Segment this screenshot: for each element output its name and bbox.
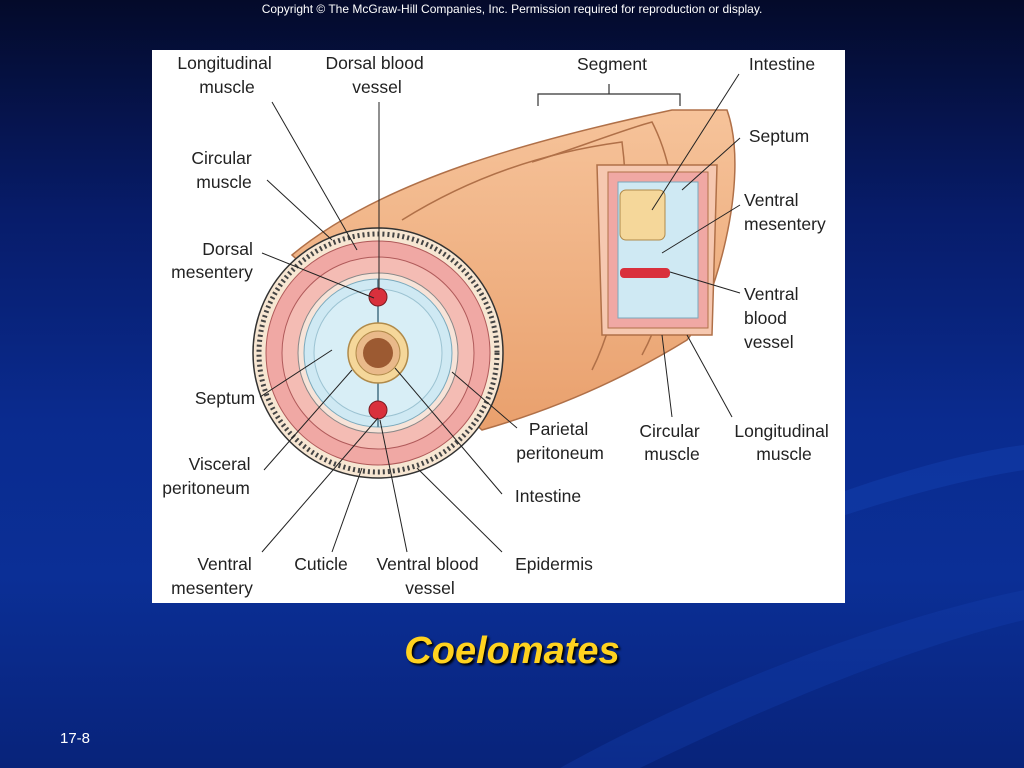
label-segment: Segment [577,54,647,74]
epidermis-ring [256,231,500,475]
label-circular-muscle-left: Circular muscle [191,148,256,192]
label-cuticle: Cuticle [294,554,348,574]
label-parietal-peritoneum: Parietal peritoneum [516,419,604,463]
label-intestine-top: Intestine [749,54,815,74]
label-visceral-peritoneum: Visceral peritoneum [162,454,255,498]
slide-title: Coelomates [404,630,620,672]
label-septum-left: Septum [195,388,255,408]
label-ventral-blood-vessel-right: Ventral blood vessel [744,284,803,352]
label-intestine-bottom: Intestine [515,486,581,506]
ventral-blood-vessel-side [620,268,670,278]
cross-section [252,227,504,479]
label-circular-muscle-right: Circular muscle [639,421,704,464]
label-septum-right: Septum [749,126,809,146]
label-ventral-blood-vessel-bottom: Ventral blood vessel [376,554,483,598]
intestine-lumen [363,338,393,368]
label-longitudinal-muscle-right: Longitudinal muscle [734,421,833,464]
copyright-notice: Copyright © The McGraw-Hill Companies, I… [261,2,763,16]
leader-lines [259,73,741,553]
earthworm-cross-section-figure: Longitudinal muscle Dorsal blood vessel … [152,50,845,603]
ventral-blood-vessel [368,400,388,420]
dorsal-blood-vessel [368,287,388,307]
label-ventral-mesentery-bottom: Ventral mesentery [171,554,257,598]
intestine-side [619,189,666,241]
slide-number: 17-8 [60,730,91,747]
diagram-labels: Longitudinal muscle Dorsal blood vessel … [162,53,833,598]
label-dorsal-blood-vessel: Dorsal blood vessel [325,53,428,97]
label-epidermis: Epidermis [515,554,593,574]
segment-bracket [537,84,681,106]
label-dorsal-mesentery: Dorsal mesentery [171,239,258,282]
diagram-svg: Longitudinal muscle Dorsal blood vessel … [162,53,833,598]
label-longitudinal-muscle-left: Longitudinal muscle [177,53,276,97]
label-ventral-mesentery-right: Ventral mesentery [744,190,826,234]
